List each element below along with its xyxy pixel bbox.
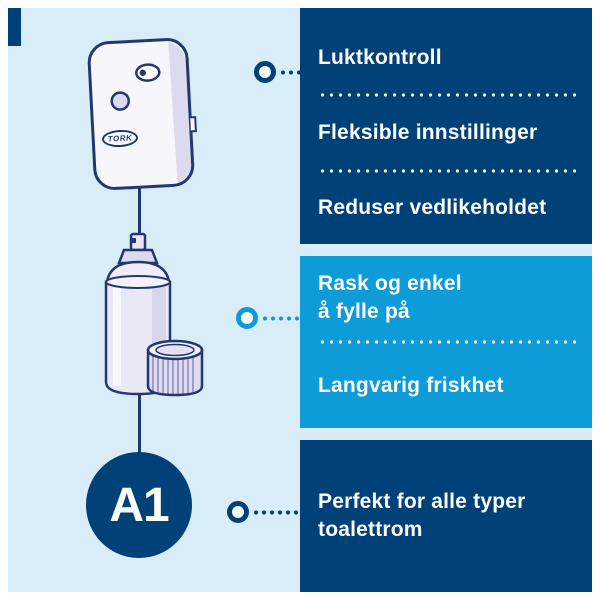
can-cap-icon [146,339,204,397]
a1-badge-label: A1 [109,478,169,532]
feature-label: Perfekt for alle typer toalettrom [318,490,526,541]
tork-logo-text: TORK [107,133,133,144]
callout-connector-middle [236,307,301,329]
feature-item: Luktkontroll [300,22,592,93]
dotted-lead [279,69,303,75]
feature-item: Perfekt for alle typer toalettrom [300,440,592,592]
callout-connector-top [254,61,303,83]
brand-corner-mark [8,8,21,46]
feature-label: Fleksible innstillinger [318,121,538,145]
callout-connector-bottom [227,501,300,523]
callout-ring-icon [227,501,249,523]
feature-item: Langvarig friskhet [300,344,592,428]
feature-label: Langvarig friskhet [318,374,504,398]
dotted-separator [318,93,576,98]
feature-label: Rask og enkel å fylle på [318,272,462,323]
feature-item: Rask og enkel å fylle på [300,256,592,340]
feature-item: Reduser vedlikeholdet [300,173,592,244]
feature-panel-top: Luktkontroll Fleksible innstillinger Red… [300,8,592,244]
callout-ring-icon [254,61,276,83]
feature-label: Reduser vedlikeholdet [318,196,547,220]
feature-label: Luktkontroll [318,45,442,69]
feature-panel-middle: Rask og enkel å fylle på Langvarig frisk… [300,256,592,428]
feature-item: Fleksible innstillinger [300,97,592,168]
air-freshener-dispenser-icon [87,38,197,190]
dotted-separator [318,340,576,344]
callout-ring-icon [236,307,258,329]
dotted-lead [252,509,300,515]
feature-panel-bottom: Perfekt for alle typer toalettrom [300,440,592,592]
dotted-separator [318,168,576,173]
dotted-lead [261,315,301,321]
a1-product-badge: A1 [86,452,192,558]
